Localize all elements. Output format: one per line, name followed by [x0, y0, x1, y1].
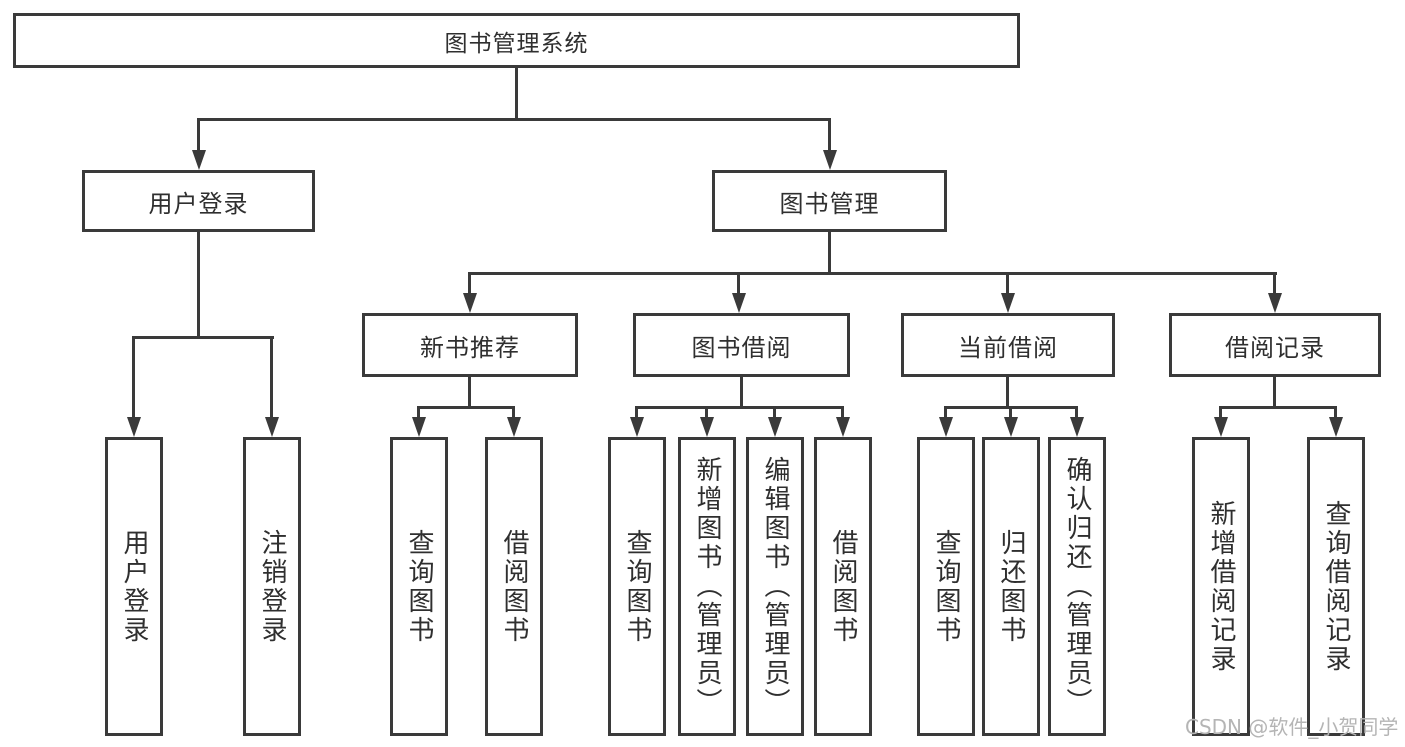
- arrow-down-icon: [1214, 417, 1228, 437]
- node-book-management: 图书管理: [712, 170, 947, 232]
- arrow-down-icon: [1070, 417, 1084, 437]
- leaf-confirm-return-admin: 确认归还（管理员）: [1048, 437, 1106, 736]
- node-label: 用户登录: [148, 189, 249, 218]
- connector-root-stem: [515, 68, 518, 121]
- arrow-down-icon: [732, 293, 746, 313]
- node-label: 确认归还（管理员）: [1062, 456, 1092, 717]
- connector-drop-leaf: [1009, 406, 1012, 418]
- arrow-down-icon: [265, 417, 279, 437]
- connector-drop-leaf: [841, 406, 844, 418]
- connector-drop-leaf: [1219, 406, 1222, 418]
- leaf-edit-books-admin: 编辑图书（管理员）: [746, 437, 804, 736]
- arrow-down-icon: [412, 417, 426, 437]
- node-label: 查询借阅记录: [1321, 499, 1351, 674]
- connector-book-borrow-branch: [635, 406, 844, 409]
- connector-drop-login-leaf: [132, 336, 135, 418]
- connector-drop-leaf: [944, 406, 947, 418]
- leaf-logout: 注销登录: [243, 437, 301, 736]
- csdn-watermark: CSDN @软件_小贺同学: [1185, 715, 1399, 739]
- connector-drop-leaf: [635, 406, 638, 418]
- node-label: 图书管理系统: [444, 30, 589, 57]
- leaf-query-borrow-record: 查询借阅记录: [1307, 437, 1365, 736]
- connector-drop-book-mgmt: [828, 118, 831, 151]
- connector-book-mgmt-stem: [828, 232, 831, 275]
- connector-current-borrow-stem: [1006, 377, 1009, 409]
- arrow-down-icon: [700, 417, 714, 437]
- leaf-add-borrow-record: 新增借阅记录: [1192, 437, 1250, 736]
- node-label: 用户登录: [119, 528, 149, 645]
- arrow-down-icon: [823, 150, 837, 170]
- connector-drop-borrow-records: [1273, 272, 1276, 295]
- connector-drop-leaf: [1075, 406, 1078, 418]
- leaf-query-books-3: 查询图书: [917, 437, 975, 736]
- arrow-down-icon: [768, 417, 782, 437]
- connector-new-book-branch: [417, 406, 515, 409]
- connector-drop-leaf: [705, 406, 708, 418]
- node-label: 查询图书: [404, 528, 434, 645]
- connector-user-login-branch: [133, 336, 274, 339]
- node-label: 借阅图书: [828, 528, 858, 645]
- connector-drop-current-borrow: [1006, 272, 1009, 295]
- node-root-library-system: 图书管理系统: [13, 13, 1020, 68]
- arrow-down-icon: [1001, 293, 1015, 313]
- leaf-borrow-books-1: 借阅图书: [485, 437, 543, 736]
- arrow-down-icon: [1329, 417, 1343, 437]
- arrow-down-icon: [939, 417, 953, 437]
- connector-level1-branch: [197, 118, 831, 121]
- node-label: 图书管理: [779, 189, 880, 218]
- leaf-user-login: 用户登录: [105, 437, 163, 736]
- connector-drop-book-borrow: [737, 272, 740, 295]
- connector-drop-new-book: [468, 272, 471, 295]
- node-book-borrowing: 图书借阅: [633, 313, 850, 377]
- connector-drop-leaf: [773, 406, 776, 418]
- node-user-login: 用户登录: [82, 170, 315, 232]
- connector-borrow-records-branch: [1219, 406, 1337, 409]
- leaf-query-books-2: 查询图书: [608, 437, 666, 736]
- connector-level2-branch: [469, 272, 1277, 275]
- node-label: 新增借阅记录: [1206, 499, 1236, 674]
- node-label: 归还图书: [996, 528, 1026, 645]
- node-current-borrowing: 当前借阅: [901, 313, 1115, 377]
- connector-book-borrow-stem: [740, 377, 743, 409]
- node-label: 当前借阅: [958, 333, 1058, 362]
- node-label: 新增图书（管理员）: [692, 456, 722, 717]
- node-label: 编辑图书（管理员）: [760, 456, 790, 717]
- node-label: 注销登录: [257, 528, 287, 645]
- arrow-down-icon: [463, 293, 477, 313]
- leaf-query-books-1: 查询图书: [390, 437, 448, 736]
- arrow-down-icon: [127, 417, 141, 437]
- connector-new-book-stem: [468, 377, 471, 409]
- connector-borrow-records-stem: [1273, 377, 1276, 409]
- connector-drop-leaf: [512, 406, 515, 418]
- node-label: 图书借阅: [691, 333, 792, 362]
- node-label: 新书推荐: [420, 333, 520, 362]
- arrow-down-icon: [630, 417, 644, 437]
- leaf-add-books-admin: 新增图书（管理员）: [678, 437, 736, 736]
- node-label: 借阅记录: [1225, 333, 1325, 362]
- arrow-down-icon: [192, 150, 206, 170]
- leaf-return-books: 归还图书: [982, 437, 1040, 736]
- arrow-down-icon: [1004, 417, 1018, 437]
- connector-drop-logout-leaf: [270, 336, 273, 418]
- node-borrowing-records: 借阅记录: [1169, 313, 1381, 377]
- arrow-down-icon: [1268, 293, 1282, 313]
- node-label: 借阅图书: [499, 528, 529, 645]
- node-new-book-recommend: 新书推荐: [362, 313, 578, 377]
- node-label: 查询图书: [931, 528, 961, 645]
- connector-drop-leaf: [417, 406, 420, 418]
- arrow-down-icon: [836, 417, 850, 437]
- arrow-down-icon: [507, 417, 521, 437]
- leaf-borrow-books-2: 借阅图书: [814, 437, 872, 736]
- connector-drop-leaf: [1334, 406, 1337, 418]
- connector-user-login-stem: [197, 232, 200, 339]
- connector-drop-user-login: [197, 118, 200, 151]
- node-label: 查询图书: [622, 528, 652, 645]
